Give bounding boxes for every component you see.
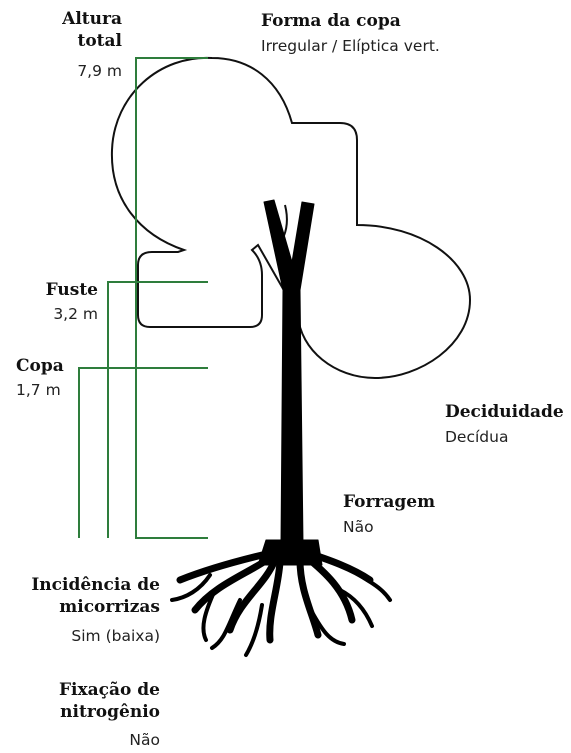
height-brackets — [78, 57, 208, 539]
fuste-label: Fuste — [45, 280, 98, 300]
fixacao-label-line2: nitrogênio — [60, 702, 160, 722]
altura-total-label: Altura total — [20, 8, 122, 52]
forragem-label: Forragem — [343, 492, 436, 512]
altura-total-label-line1: Altura — [62, 9, 122, 29]
trunk — [263, 199, 315, 546]
copa-bracket — [78, 367, 208, 538]
fixacao-value: Não — [129, 731, 160, 749]
root-branches — [170, 568, 392, 657]
micorrizas-value: Sim (baixa) — [71, 627, 160, 645]
altura-total-value: 7,9 m — [77, 62, 122, 80]
copa-label: Copa — [16, 356, 64, 376]
fixacao-label: Fixação de nitrogênio — [0, 679, 160, 723]
copa-value: 1,7 m — [16, 381, 61, 399]
tree-silhouette-icon — [170, 199, 392, 657]
crown-path — [110, 56, 472, 380]
deciduidade-value: Decídua — [445, 428, 509, 446]
deciduidade-label: Deciduidade — [445, 402, 564, 422]
micorrizas-label-line1: Incidência de — [31, 575, 160, 595]
roots — [176, 548, 374, 644]
forragem-value: Não — [343, 518, 374, 536]
fuste-bracket — [107, 281, 208, 538]
micorrizas-label-line2: micorrizas — [59, 597, 160, 617]
forma-copa-label: Forma da copa — [261, 11, 401, 31]
altura-total-label-line2: total — [77, 31, 122, 51]
fixacao-label-line1: Fixação de — [58, 680, 160, 700]
fuste-value: 3,2 m — [53, 305, 98, 323]
micorrizas-label: Incidência de micorrizas — [0, 574, 160, 618]
forma-copa-value: Irregular / Elíptica vert. — [261, 37, 440, 55]
altura-total-bracket — [135, 57, 208, 539]
